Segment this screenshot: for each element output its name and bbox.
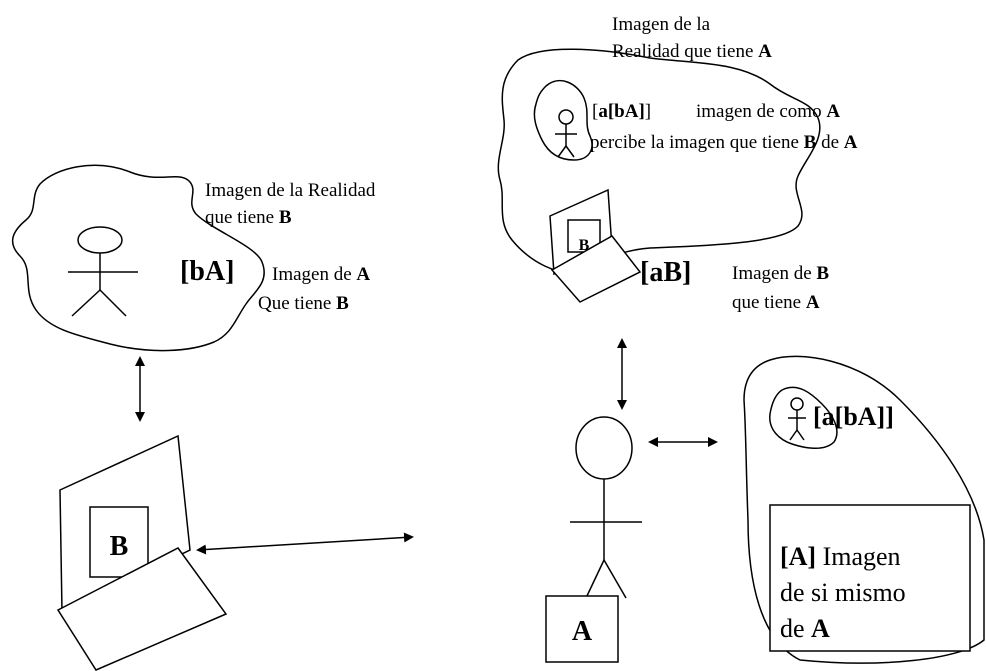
self-image-box-line3: de A <box>780 614 830 643</box>
computer-b <box>56 434 228 671</box>
self-image-box <box>769 504 971 652</box>
right-cloud-inner-tag: [a[bA]] <box>592 101 651 122</box>
self-image-inner-tag: [a[bA]] <box>813 402 894 431</box>
inner-reality-cloud <box>533 80 593 161</box>
left-reality-cloud <box>11 164 265 352</box>
computer-b-label: B <box>110 531 129 562</box>
person-a-label: A <box>572 616 593 647</box>
self-image-box-line1: [A] Imagen <box>780 542 901 571</box>
left-cloud-tag: [bA] <box>180 256 234 287</box>
computer-b-image <box>549 188 642 303</box>
self-inner-cloud <box>769 386 838 449</box>
left-cloud-desc-line1: Imagen de A <box>272 264 370 285</box>
left-cloud-title-line2: que tiene B <box>205 207 292 228</box>
left-stick-figure <box>68 226 138 317</box>
person-a-box <box>545 595 619 663</box>
self-image-shape <box>743 355 985 664</box>
right-cloud-desc-line2: que tiene A <box>732 292 820 313</box>
horizontal-arrow <box>196 532 414 555</box>
self-image-box-line2: de si mismo <box>780 578 906 607</box>
right-reality-cloud <box>497 48 821 303</box>
left-cloud-desc-line2: Que tiene B <box>258 293 349 314</box>
right-cloud-title-line2: Realidad que tiene A <box>612 41 772 62</box>
right-cloud-desc-line1: Imagen de B <box>732 263 829 284</box>
left-cloud-title-line1: Imagen de la Realidad <box>205 180 376 201</box>
right-cloud-inner-desc-line1: imagen de como A <box>696 101 840 122</box>
right-cloud-screen-label: B <box>579 237 590 254</box>
right-cloud-tag: [aB] <box>640 257 691 288</box>
right-cloud-inner-desc-line2: percibe la imagen que tiene B de A <box>590 132 858 153</box>
right-cloud-title-line1: Imagen de la <box>612 14 711 35</box>
person-a <box>570 416 642 599</box>
